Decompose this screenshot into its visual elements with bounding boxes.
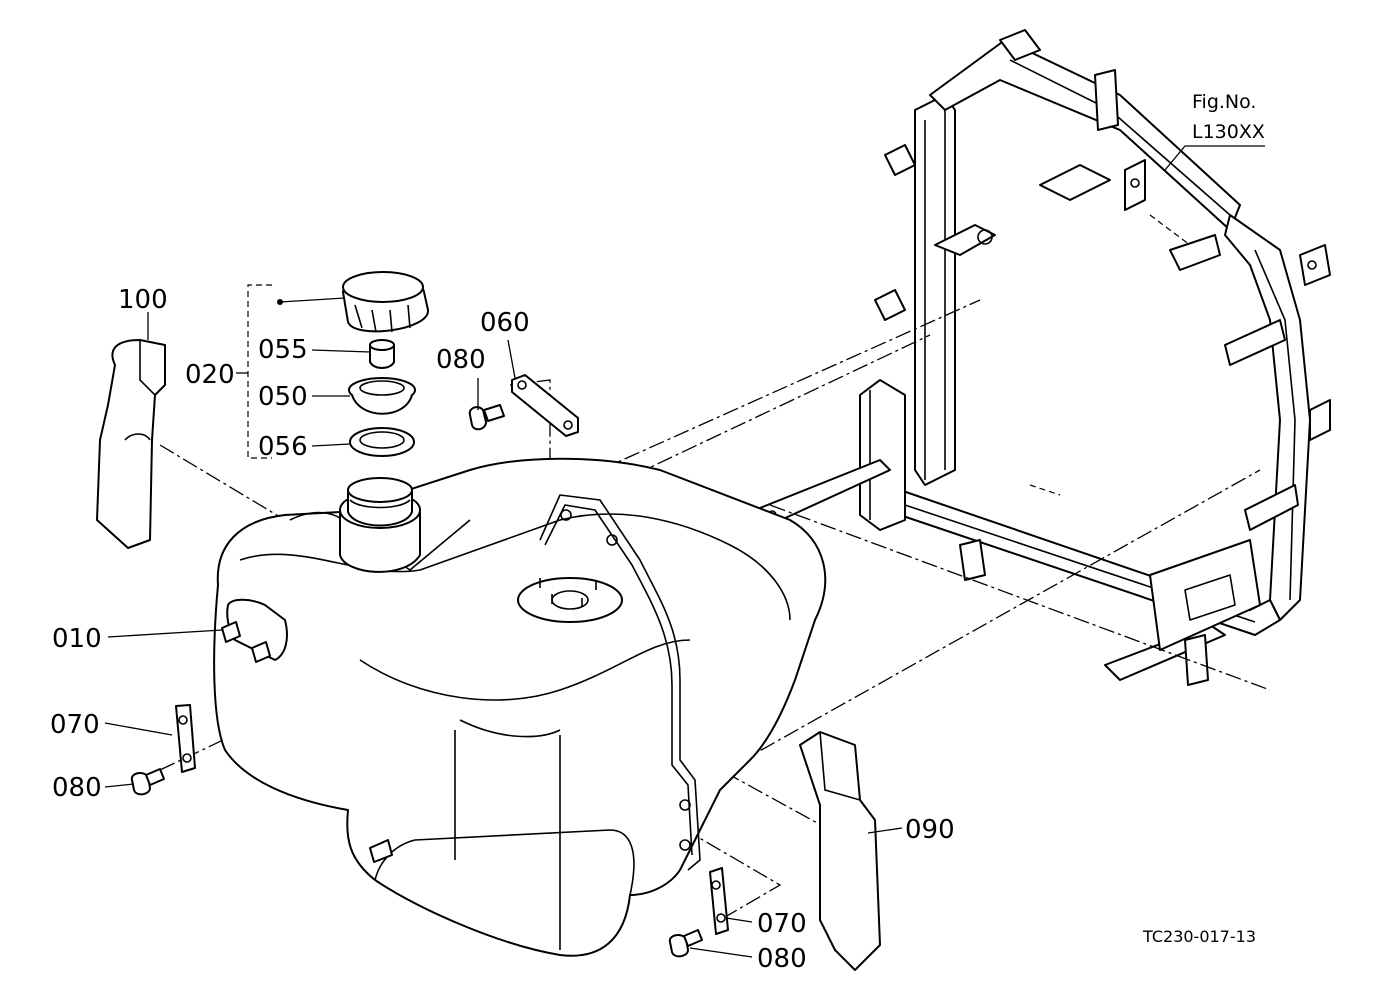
callout-010: 010	[52, 624, 102, 654]
callout-100: 100	[118, 285, 168, 315]
frame-assembly	[754, 29, 1331, 686]
bolt-080-top	[468, 404, 505, 431]
callout-070-left: 070	[50, 710, 100, 740]
leader-lines	[104, 145, 1265, 958]
callout-056: 056	[258, 432, 308, 462]
callout-080-top: 080	[436, 345, 486, 375]
callout-080-left: 080	[52, 773, 102, 803]
fuel-cap-assembly	[247, 271, 430, 459]
drawing-code: TC230-017-13	[1142, 927, 1256, 946]
bolt-080-bottom	[668, 929, 703, 958]
callout-060: 060	[480, 308, 530, 338]
callout-080-bottom: 080	[757, 944, 807, 974]
callout-055: 055	[258, 335, 308, 365]
pad-100	[96, 339, 166, 549]
plate-070-left	[175, 704, 196, 773]
figure-reference-line1: Fig.No.	[1192, 91, 1256, 113]
figure-reference-line2: L130XX	[1192, 121, 1265, 143]
plate-070-bottom	[709, 867, 729, 935]
plate-060	[511, 374, 579, 437]
bolt-080-left	[130, 768, 165, 796]
callout-090: 090	[905, 815, 955, 845]
callout-020: 020	[185, 360, 235, 390]
callout-070-bottom: 070	[757, 909, 807, 939]
fuel-tank	[213, 457, 827, 957]
pad-090	[799, 731, 881, 971]
callout-050: 050	[258, 382, 308, 412]
